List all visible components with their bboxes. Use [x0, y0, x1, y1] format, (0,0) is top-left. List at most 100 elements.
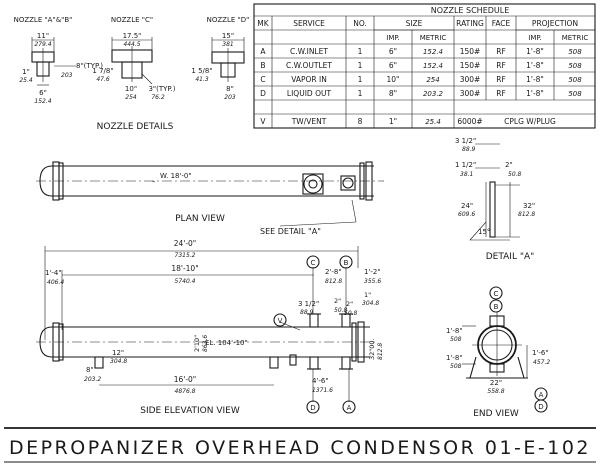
marker-b-end: B — [494, 303, 499, 311]
col-size-imp: IMP. — [386, 34, 399, 42]
svg-text:1": 1" — [22, 68, 30, 76]
nozzle-details-title: NOZZLE DETAILS — [97, 122, 174, 132]
svg-text:VAPOR IN: VAPOR IN — [291, 75, 327, 84]
svg-text:4876.8: 4876.8 — [175, 388, 196, 395]
svg-text:1: 1 — [358, 61, 363, 70]
svg-text:444.5: 444.5 — [123, 41, 140, 48]
svg-text:32": 32" — [523, 202, 535, 210]
svg-text:1: 1 — [358, 47, 363, 56]
svg-text:2": 2" — [505, 161, 513, 169]
svg-text:8": 8" — [226, 85, 234, 93]
svg-text:RF: RF — [496, 75, 506, 84]
svg-text:1'-8": 1'-8" — [446, 327, 463, 335]
drawing-title: DEPROPANIZER OVERHEAD CONDENSOR 01-E-102 — [9, 437, 591, 459]
svg-text:1": 1" — [389, 117, 397, 126]
svg-text:254: 254 — [125, 94, 137, 101]
svg-text:12": 12" — [112, 349, 124, 357]
svg-text:CPLG W/PLUG: CPLG W/PLUG — [504, 117, 556, 126]
svg-text:2'10": 2'10" — [193, 335, 201, 352]
col-proj-imp: IMP. — [528, 34, 541, 42]
svg-text:3"(TYP.): 3"(TYP.) — [148, 85, 175, 93]
svg-text:812.8: 812.8 — [518, 211, 535, 218]
svg-text:8"(TYP.): 8"(TYP.) — [76, 62, 103, 70]
svg-text:5740.4: 5740.4 — [175, 278, 196, 285]
svg-text:B: B — [260, 61, 265, 70]
svg-text:18'-10": 18'-10" — [171, 264, 198, 273]
svg-text:609.6: 609.6 — [458, 211, 475, 218]
schedule-title: NOZZLE SCHEDULE — [431, 6, 510, 15]
svg-text:279.4: 279.4 — [34, 41, 51, 48]
svg-text:381: 381 — [222, 41, 233, 48]
svg-text:C: C — [260, 75, 265, 84]
marker-a-elev: A — [347, 404, 352, 412]
svg-text:TW/VENT: TW/VENT — [291, 117, 327, 126]
svg-text:508: 508 — [568, 76, 582, 84]
svg-text:355.6: 355.6 — [364, 278, 381, 285]
svg-text:2": 2" — [346, 300, 353, 308]
side-elevation-title: SIDE ELEVATION VIEW — [140, 406, 240, 416]
schedule-row-a: A C.W.INLET 1 6" 152.4 150# RF 1'-8" 508 — [260, 47, 582, 56]
svg-text:1'-2": 1'-2" — [364, 268, 381, 276]
svg-text:558.8: 558.8 — [487, 388, 504, 395]
svg-text:8": 8" — [86, 366, 94, 374]
svg-text:457.2: 457.2 — [533, 359, 550, 366]
svg-text:50.8: 50.8 — [508, 171, 522, 178]
marker-c-end: C — [494, 290, 499, 298]
svg-text:11": 11" — [37, 32, 49, 40]
svg-text:D: D — [260, 89, 266, 98]
svg-text:10": 10" — [387, 75, 400, 84]
nozzle-detail-c: NOZZLE "C" 17.5" 444.5 1 7/8" 47.6 10" 2… — [92, 16, 175, 101]
svg-text:6": 6" — [389, 61, 397, 70]
svg-text:152.4: 152.4 — [423, 62, 443, 70]
col-no: NO. — [353, 19, 367, 28]
svg-text:152.4: 152.4 — [34, 98, 51, 105]
end-view: 1'-8" 508 1'-8" 508 1'-6" 457.2 22" 558.… — [446, 312, 550, 419]
col-proj-metric: METRIC — [562, 34, 589, 42]
schedule-row-v: V TW/VENT 8 1" 25.4 6000# CPLG W/PLUG — [260, 117, 556, 126]
svg-text:1: 1 — [358, 89, 363, 98]
svg-text:15": 15" — [222, 32, 234, 40]
svg-text:508: 508 — [568, 62, 582, 70]
col-rating: RATING — [456, 19, 484, 28]
svg-text:C.W.INLET: C.W.INLET — [290, 47, 328, 56]
plan-view: W. 18'-0" SEE DETAIL "A" PLAN VIEW — [36, 161, 384, 236]
title-block: DEPROPANIZER OVERHEAD CONDENSOR 01-E-102 — [4, 427, 596, 463]
svg-text:25.4: 25.4 — [425, 118, 441, 126]
svg-text:4'-6": 4'-6" — [312, 377, 329, 385]
nozzle-detail-d: NOZZLE "D" 15" 381 1 5/8" 41.3 8" 203 — [191, 16, 249, 101]
svg-text:RF: RF — [496, 89, 506, 98]
col-size: SIZE — [406, 19, 423, 28]
svg-text:1'-8": 1'-8" — [446, 354, 463, 362]
svg-text:203.2: 203.2 — [423, 90, 444, 98]
schedule-row-b: B C.W.OUTLET 1 6" 152.4 150# RF 1'-8" 50… — [260, 61, 582, 70]
svg-text:10": 10" — [125, 85, 137, 93]
marker-b-elev: B — [344, 259, 349, 267]
svg-text:EL. 104'-10": EL. 104'-10" — [205, 339, 248, 347]
svg-text:812.8: 812.8 — [377, 343, 384, 360]
svg-text:3 1/2": 3 1/2" — [298, 300, 319, 308]
svg-text:254: 254 — [426, 76, 439, 84]
svg-text:76.2: 76.2 — [151, 94, 165, 101]
svg-text:8": 8" — [389, 89, 397, 98]
plan-view-title: PLAN VIEW — [175, 214, 225, 224]
svg-text:32"00.: 32"00. — [368, 338, 376, 360]
svg-text:A: A — [260, 47, 266, 56]
col-service: SERVICE — [293, 19, 325, 28]
svg-text:203: 203 — [61, 72, 73, 79]
svg-text:300#: 300# — [460, 89, 481, 98]
marker-d-elev: D — [310, 404, 315, 412]
svg-text:508: 508 — [450, 363, 462, 370]
svg-text:1'-8": 1'-8" — [526, 75, 544, 84]
see-detail-a: SEE DETAIL "A" — [260, 227, 321, 236]
svg-text:22": 22" — [490, 379, 502, 387]
nozzle-schedule-table: NOZZLE SCHEDULE MK SERVICE NO. SIZE RATI… — [253, 3, 596, 129]
svg-text:24": 24" — [461, 202, 473, 210]
svg-text:RF: RF — [496, 47, 506, 56]
marker-v-elev: V — [278, 317, 283, 325]
svg-text:41.3: 41.3 — [195, 76, 209, 83]
svg-text:24'-0": 24'-0" — [174, 239, 197, 248]
svg-text:508: 508 — [568, 48, 582, 56]
svg-text:38.1: 38.1 — [460, 171, 473, 178]
svg-text:150#: 150# — [460, 61, 481, 70]
